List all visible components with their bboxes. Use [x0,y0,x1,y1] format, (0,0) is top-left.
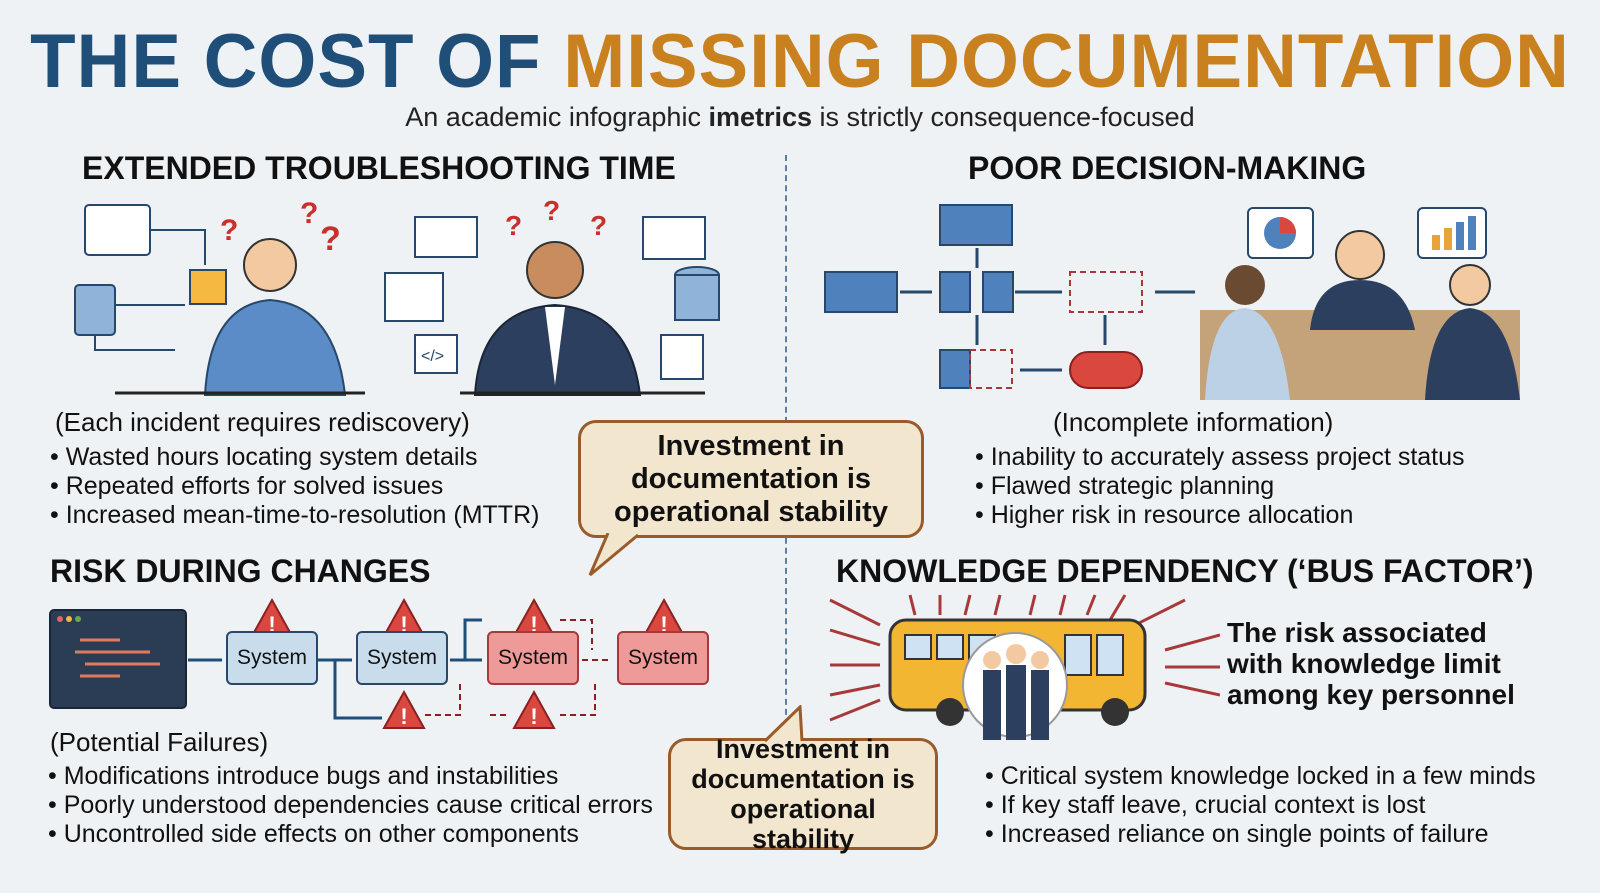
system-node-2: System [356,631,448,685]
bullet: Poorly understood dependencies cause cri… [48,791,653,820]
svg-text:!: ! [530,704,537,729]
bullet: Higher risk in resource allocation [975,501,1465,530]
decision-heading: POOR DECISION-MAKING [968,150,1367,186]
subtitle-pre: An academic infographic [405,102,709,132]
bullet: Repeated efforts for solved issues [50,472,539,501]
bullet: Modifications introduce bugs and instabi… [48,762,653,791]
risk-bullets: Modifications introduce bugs and instabi… [48,762,653,849]
svg-text:!: ! [400,612,407,637]
bus-illustration [829,594,1186,740]
bullet: Wasted hours locating system details [50,443,539,472]
arrows-right [1164,633,1220,697]
decision-bullets: Inability to accurately assess project s… [975,443,1465,530]
system-node-3: System [487,631,579,685]
bullet: Critical system knowledge locked in a fe… [985,762,1536,791]
svg-text:!: ! [660,612,667,637]
bullet: Uncontrolled side effects on other compo… [48,820,653,849]
bullet: Increased reliance on single points of f… [985,820,1536,849]
svg-text:?: ? [320,220,341,258]
troubleshooting-subheading: (Each incident requires rediscovery) [55,407,470,437]
bullet: Flawed strategic planning [975,472,1465,501]
callout-top-tail [588,533,639,577]
risk-subheading: (Potential Failures) [50,727,269,757]
system-node-4: System [617,631,709,685]
troubleshooting-illustration: ? ? ? </> ? ? ? [74,195,720,396]
callout-bottom: Investment in documentation is operation… [668,734,938,854]
svg-text:!: ! [400,704,407,729]
svg-text:?: ? [590,210,607,241]
callout-top: Investment in documentation is operation… [578,420,924,538]
page-title: THE COST OF MISSING DOCUMENTATION [16,18,1584,105]
knowledge-description: The risk associated with knowledge limit… [1227,617,1515,710]
callout-bottom-tail [763,705,804,743]
risk-heading: RISK DURING CHANGES [50,553,431,589]
system-node-1: System [226,631,318,685]
svg-text:?: ? [543,195,560,226]
svg-text:!: ! [530,612,537,637]
bullet: Increased mean-time-to-resolution (MTTR) [50,501,540,530]
decision-subheading: (Incomplete information) [1053,407,1334,437]
subtitle-bold: imetrics [708,102,813,132]
troubleshooting-bullets: Wasted hours locating system details Rep… [50,443,540,530]
title-part1: THE COST OF [30,19,542,104]
svg-text:?: ? [505,210,522,241]
knowledge-heading: KNOWLEDGE DEPENDENCY (‘BUS FACTOR’) [836,553,1534,589]
title-part2: MISSING DOCUMENTATION [563,19,1570,104]
decision-illustration [824,204,1520,400]
svg-text:?: ? [220,214,238,247]
svg-text:?: ? [300,197,318,230]
knowledge-bullets: Critical system knowledge locked in a fe… [985,762,1536,849]
subtitle-post: is strictly consequence-focused [812,102,1195,132]
svg-text:!: ! [268,612,275,637]
bullet: If key staff leave, crucial context is l… [985,791,1536,820]
troubleshooting-heading: EXTENDED TROUBLESHOOTING TIME [82,150,676,186]
risk-flow-lines: !!!!!! [49,597,686,729]
subtitle: An academic infographic imetrics is stri… [0,102,1600,133]
svg-text:</>: </> [421,348,444,365]
bullet: Inability to accurately assess project s… [975,443,1465,472]
